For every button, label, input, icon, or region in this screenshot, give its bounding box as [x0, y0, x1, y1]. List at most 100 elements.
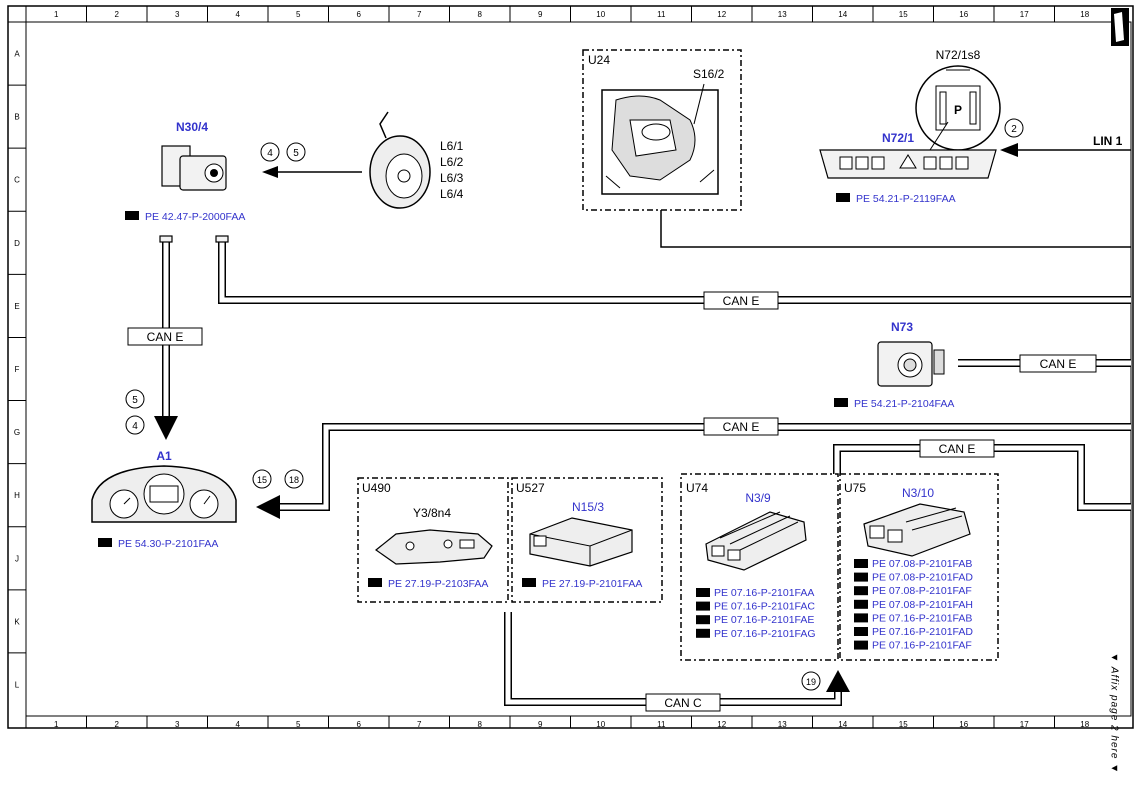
grid-row-label: H — [14, 491, 20, 500]
a1-ref[interactable]: PE 54.30-P-2101FAA — [118, 538, 218, 550]
u75-box — [839, 473, 999, 661]
ref-link[interactable]: PE 07.08-P-2101FAF — [854, 585, 972, 597]
n73-title: N73 — [891, 320, 913, 334]
u24-sublabel: S16/2 — [693, 67, 725, 81]
ref-text[interactable]: PE 07.16-P-2101FAE — [714, 614, 814, 626]
u527-title: U527 — [516, 481, 545, 495]
ref-link[interactable]: PE 07.08-P-2101FAB — [854, 558, 972, 570]
ref-hand-icon — [696, 588, 710, 597]
arrow-into-a1 — [154, 416, 178, 440]
ref-text[interactable]: PE 07.08-P-2101FAF — [872, 585, 972, 597]
marker-19-text: 19 — [806, 677, 816, 687]
ref-text[interactable]: PE 07.16-P-2101FAG — [714, 628, 816, 640]
ref-text[interactable]: PE 07.16-P-2101FAF — [872, 640, 972, 652]
ref-link[interactable]: PE 07.16-P-2101FAB — [854, 612, 972, 624]
label-can-e-row-g: CAN E — [703, 417, 779, 436]
grid-col-label: 14 — [838, 720, 847, 729]
n73-ignition-switch-icon — [877, 341, 945, 387]
ref-hand-icon — [696, 615, 710, 625]
ref-text[interactable]: PE 07.08-P-2101FAB — [872, 558, 972, 570]
ref-text[interactable]: PE 07.16-P-2101FAA — [714, 587, 814, 599]
marker-2-text: 2 — [1011, 124, 1017, 135]
ref-link[interactable]: PE 07.16-P-2101FAD — [854, 626, 973, 638]
grid-row-label: K — [14, 617, 20, 626]
lin1-arrow — [1000, 143, 1018, 157]
grid-col-label: 17 — [1020, 720, 1029, 729]
grid-col-label: 2 — [115, 720, 120, 729]
marker-5-top-text: 5 — [293, 148, 299, 159]
u24-box — [582, 49, 742, 211]
n30-4-ref-link[interactable]: PE 42.47-P-2000FAA — [125, 211, 245, 223]
u527-ref[interactable]: PE 27.19-P-2101FAA — [542, 578, 642, 590]
affix-note: ▼ Affix page 2 here ▼ — [1106, 648, 1122, 794]
grid-col-label: 9 — [538, 720, 543, 729]
grid-col-label: 8 — [478, 720, 483, 729]
n72-1-ref-link[interactable]: PE 54.21-P-2119FAA — [836, 193, 956, 205]
ref-text[interactable]: PE 07.16-P-2101FAB — [872, 612, 972, 624]
can-e-label-3: CAN E — [723, 420, 760, 434]
marker-2 — [1004, 118, 1024, 138]
u74-sublabel: N3/9 — [745, 491, 771, 505]
ref-link[interactable]: PE 07.16-P-2101FAA — [696, 587, 814, 599]
ref-hand-icon — [854, 586, 868, 596]
u74-engine-ecu-icon — [705, 511, 807, 571]
grid-col-label: 5 — [296, 10, 301, 19]
can-e-label-2: CAN E — [723, 294, 760, 308]
n72-1-ref[interactable]: PE 54.21-P-2119FAA — [856, 193, 956, 205]
u527-box — [511, 477, 663, 603]
arrow-into-a1-right — [256, 495, 280, 519]
grid-col-label: 15 — [899, 10, 908, 19]
ref-link[interactable]: PE 07.16-P-2101FAG — [696, 628, 816, 640]
n73-ref-link[interactable]: PE 54.21-P-2104FAA — [834, 398, 954, 410]
ref-link[interactable]: PE 07.08-P-2101FAH — [854, 599, 973, 611]
u74-title: U74 — [686, 481, 708, 495]
ref-text[interactable]: PE 07.08-P-2101FAH — [872, 599, 973, 611]
grid-col-label: 16 — [959, 10, 968, 19]
u75-sublabel: N3/10 — [902, 486, 934, 500]
ref-hand-icon — [854, 640, 868, 650]
n72-1s8-button-icon: P — [915, 65, 1001, 151]
l6-label-2: L6/2 — [440, 155, 464, 169]
n30-4-ref[interactable]: PE 42.47-P-2000FAA — [145, 211, 245, 223]
label-can-e-n3: CAN E — [919, 439, 995, 458]
u24-line — [660, 210, 1131, 248]
l6-wheel-sensor-icon — [369, 111, 431, 209]
label-can-e-row-e: CAN E — [703, 291, 779, 310]
marker-19 — [801, 671, 821, 691]
grid-col-label: 8 — [478, 10, 483, 19]
u527-ref-link[interactable]: PE 27.19-P-2101FAA — [522, 578, 642, 590]
bus-n3-can-e-inner — [834, 445, 1131, 510]
grid-col-label: 13 — [778, 10, 787, 19]
marker-4-a1-text: 4 — [132, 421, 138, 432]
ref-link[interactable]: PE 07.16-P-2101FAE — [696, 614, 814, 626]
grid-col-label: 11 — [657, 720, 666, 729]
n72-1-title: N72/1 — [882, 131, 914, 145]
ref-hand-icon — [854, 572, 868, 582]
u490-ref[interactable]: PE 27.19-P-2103FAA — [388, 578, 488, 590]
ref-text[interactable]: PE 07.16-P-2101FAC — [714, 601, 815, 613]
ref-text[interactable]: PE 07.16-P-2101FAD — [872, 626, 973, 638]
grid-col-label: 12 — [717, 10, 726, 19]
grid-col-label: 7 — [417, 10, 422, 19]
u490-box — [357, 477, 509, 603]
u74-box — [680, 473, 839, 661]
ref-link[interactable]: PE 07.08-P-2101FAD — [854, 572, 973, 584]
grid-col-label: 11 — [657, 10, 666, 19]
n30-4-connector-1 — [159, 235, 173, 243]
marker-4-top-text: 4 — [267, 148, 273, 159]
ref-link[interactable]: PE 07.16-P-2101FAC — [696, 601, 815, 613]
ref-text[interactable]: PE 07.08-P-2101FAD — [872, 572, 973, 584]
ref-link[interactable]: PE 07.16-P-2101FAF — [854, 640, 972, 652]
ref-hand-icon — [696, 601, 710, 611]
label-can-e-n73: CAN E — [1019, 354, 1097, 373]
u490-sublabel: Y3/8n4 — [413, 506, 451, 520]
n73-ref[interactable]: PE 54.21-P-2104FAA — [854, 398, 954, 410]
u490-ref-link[interactable]: PE 27.19-P-2103FAA — [368, 578, 488, 590]
grid-row-label: L — [15, 680, 20, 689]
grid-row-label: F — [15, 365, 20, 374]
ref-hand-icon — [696, 628, 710, 638]
a1-ref-link[interactable]: PE 54.30-P-2101FAA — [98, 538, 218, 550]
u75-title: U75 — [844, 481, 866, 495]
